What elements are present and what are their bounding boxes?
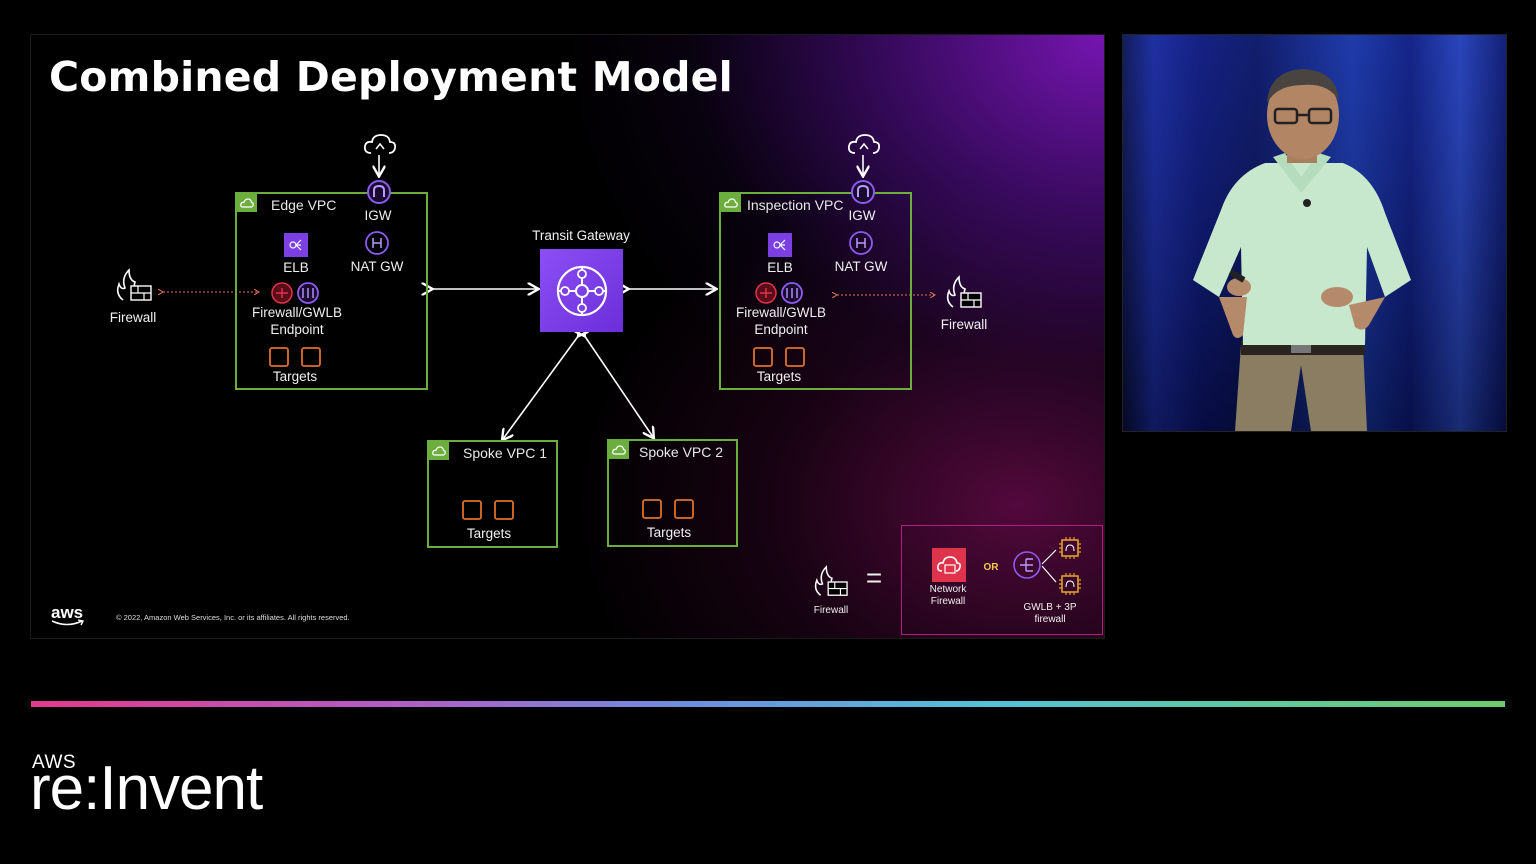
- edge-vpc-label: Edge VPC: [271, 197, 337, 213]
- left-firewall-label: Firewall: [109, 310, 157, 325]
- spoke-vpc-1-label: Spoke VPC 1: [463, 445, 548, 461]
- spoke-vpc-1: Spoke VPC 1 Targets: [427, 440, 558, 548]
- speaker-video: [1122, 34, 1507, 432]
- inspection-firewall-endpoint-label-1: Firewall/GWLB: [735, 305, 827, 320]
- inspection-vpc-label: Inspection VPC: [747, 197, 844, 213]
- internet-cloud-icon: [363, 134, 397, 154]
- connector-layer: [31, 155, 1104, 638]
- slide: Combined Deployment Model: [30, 34, 1105, 639]
- vpc-cloud-icon: [429, 442, 449, 460]
- targets-icon: [642, 499, 694, 519]
- aws-smile-icon: [51, 619, 85, 626]
- brand-reinvent: re:Invent: [30, 754, 263, 823]
- firewall-icon: [814, 565, 848, 596]
- inspection-targets-label: Targets: [756, 369, 802, 384]
- edge-elb-label: ELB: [283, 260, 309, 275]
- right-firewall-label: Firewall: [940, 317, 988, 332]
- igw-icon: [367, 180, 391, 204]
- inspection-nat-gw-label: NAT GW: [834, 259, 888, 274]
- edge-igw-label: IGW: [364, 208, 392, 223]
- firewall-icon: [946, 275, 982, 308]
- vpc-cloud-icon: [721, 194, 741, 212]
- gradient-divider: [31, 701, 1505, 707]
- edge-vpc: Edge VPC: [235, 192, 428, 390]
- tgw-spoke2-connector: [584, 335, 653, 437]
- firewall-options-legend: Network Firewall OR GWLB + 3P firewall: [901, 525, 1103, 635]
- internet-cloud-icon: [847, 134, 881, 154]
- firewall-endpoint-icon: [755, 282, 803, 304]
- gwlb-3p-label-2: firewall: [1034, 614, 1066, 625]
- spoke-vpc-1-targets-label: Targets: [466, 526, 512, 541]
- third-party-firewall-icon: [1059, 537, 1081, 559]
- third-party-firewall-icon: [1059, 573, 1081, 595]
- gwlb-icon: [1013, 551, 1041, 579]
- inspection-vpc: Inspection VPC: [719, 192, 912, 390]
- legend-or: OR: [983, 562, 999, 573]
- brand-aws: AWS: [32, 752, 77, 773]
- network-firewall-label-2: Firewall: [930, 596, 966, 607]
- edge-firewall-endpoint-label-2: Endpoint: [270, 322, 324, 337]
- network-firewall-label-1: Network: [929, 584, 967, 595]
- network-firewall-icon: [932, 548, 966, 582]
- speaker-figure: [1123, 35, 1506, 431]
- igw-icon: [851, 180, 875, 204]
- elb-icon: [768, 233, 792, 257]
- aws-logo: aws: [51, 603, 85, 627]
- inspection-firewall-endpoint-label-2: Endpoint: [754, 322, 808, 337]
- gwlb-3p-label-1: GWLB + 3P: [1023, 602, 1077, 613]
- inspection-elb-label: ELB: [767, 260, 793, 275]
- edge-nat-gw-label: NAT GW: [350, 259, 404, 274]
- firewall-endpoint-icon: [271, 282, 319, 304]
- vpc-cloud-icon: [237, 194, 257, 212]
- targets-icon: [753, 347, 805, 367]
- tgw-spoke1-connector: [503, 335, 579, 439]
- spoke-vpc-2-label: Spoke VPC 2: [639, 444, 724, 460]
- copyright-notice: © 2022, Amazon Web Services, Inc. or its…: [116, 613, 350, 622]
- nat-gateway-icon: [365, 231, 389, 255]
- legend-equals: =: [865, 562, 883, 593]
- targets-icon: [462, 500, 514, 520]
- gwlb-branch-lines: [1041, 549, 1057, 583]
- edge-firewall-endpoint-label-1: Firewall/GWLB: [251, 305, 343, 320]
- slide-title: Combined Deployment Model: [49, 53, 733, 101]
- spoke-vpc-2-targets-label: Targets: [646, 525, 692, 540]
- transit-gateway-icon: [540, 249, 623, 332]
- vpc-cloud-icon: [609, 441, 629, 459]
- aws-logo-text: aws: [51, 603, 84, 622]
- inspection-igw-label: IGW: [848, 208, 876, 223]
- targets-icon: [269, 347, 321, 367]
- elb-icon: [284, 233, 308, 257]
- nat-gateway-icon: [849, 231, 873, 255]
- spoke-vpc-2: Spoke VPC 2 Targets: [607, 439, 738, 547]
- transit-gateway-label: Transit Gateway: [532, 228, 630, 243]
- edge-targets-label: Targets: [272, 369, 318, 384]
- legend-firewall-label: Firewall: [813, 605, 849, 616]
- firewall-icon: [116, 268, 152, 301]
